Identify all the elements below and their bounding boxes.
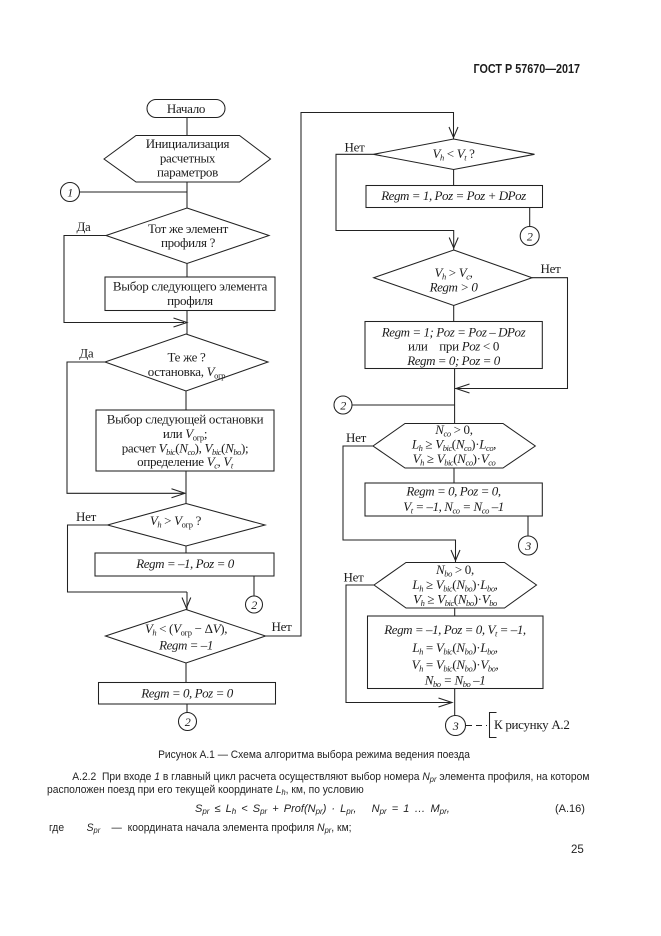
svg-text:Инициализация: Инициализация <box>146 136 230 151</box>
svg-text:расчетных: расчетных <box>160 151 216 166</box>
svg-text:К рисунку А.2: К рисунку А.2 <box>494 717 570 732</box>
svg-text:Vh > Vогр ?: Vh > Vогр ? <box>150 513 202 530</box>
svg-text:Да: Да <box>79 346 94 361</box>
svg-text:Regm > 0: Regm > 0 <box>429 280 479 295</box>
svg-text:Нет: Нет <box>346 430 367 445</box>
svg-text:Nco > 0,: Nco > 0, <box>434 422 472 439</box>
svg-text:Regm = 1; Poz = Poz – DPoz: Regm = 1; Poz = Poz – DPoz <box>381 325 526 340</box>
svg-text:Нет: Нет <box>344 570 365 585</box>
svg-text:Lh ≥ Vbic(Nco)·Lco,: Lh ≥ Vbic(Nco)·Lco, <box>411 437 496 454</box>
svg-text:Тот же элемент: Тот же элемент <box>148 221 229 236</box>
svg-text:параметров: параметров <box>157 165 218 180</box>
svg-text:Regm = 0; Poz = 0: Regm = 0; Poz = 0 <box>406 353 501 368</box>
svg-text:Vh ≥ Vbic(Nco)·Vco: Vh ≥ Vbic(Nco)·Vco <box>413 451 496 468</box>
svg-text:Выбор следующего элемента: Выбор следующего элемента <box>113 279 268 294</box>
svg-text:Vh > Vc,: Vh > Vc, <box>434 265 472 282</box>
svg-text:Regm = 0, Poz = 0,: Regm = 0, Poz = 0, <box>405 484 500 499</box>
svg-text:Nbo = Nbo –1: Nbo = Nbo –1 <box>424 673 486 690</box>
svg-text:Nbo > 0,: Nbo > 0, <box>435 562 474 579</box>
svg-text:Начало: Начало <box>167 101 205 116</box>
svg-text:Нет: Нет <box>541 261 562 276</box>
svg-text:определение Vc, Vt: определение Vc, Vt <box>137 454 234 471</box>
svg-text:профиля: профиля <box>167 293 213 308</box>
svg-text:Regm = –1, Poz = 0: Regm = –1, Poz = 0 <box>135 556 234 571</box>
svg-text:Нет: Нет <box>345 140 366 155</box>
svg-text:Lh ≥ Vbic(Nbo)·Lbo,: Lh ≥ Vbic(Nbo)·Lbo, <box>411 577 497 594</box>
svg-text:3: 3 <box>524 539 531 553</box>
svg-text:2: 2 <box>185 715 191 729</box>
svg-text:Regm = 1, Poz = Poz + DPoz: Regm = 1, Poz = Poz + DPoz <box>380 188 526 203</box>
svg-text:Regm = –1, Poz = 0, Vt = –1,: Regm = –1, Poz = 0, Vt = –1, <box>383 622 526 639</box>
svg-text:или при Poz < 0: или при Poz < 0 <box>408 339 499 354</box>
svg-text:2: 2 <box>251 598 257 612</box>
svg-text:2: 2 <box>527 230 533 244</box>
svg-text:Regm = –1: Regm = –1 <box>158 638 213 653</box>
svg-text:Да: Да <box>76 219 91 234</box>
svg-text:Vh < (Vогр − ΔV),: Vh < (Vогр − ΔV), <box>145 621 227 638</box>
svg-text:Vh ≥ Vbic(Nbo)·Vbo: Vh ≥ Vbic(Nbo)·Vbo <box>413 592 497 609</box>
svg-text:Нет: Нет <box>76 509 97 524</box>
svg-text:профиля ?: профиля ? <box>161 235 216 250</box>
svg-text:1: 1 <box>67 186 73 200</box>
svg-text:Нет: Нет <box>272 619 293 634</box>
svg-text:остановка, Vогр: остановка, Vогр <box>148 364 226 381</box>
svg-text:Те же ?: Те же ? <box>168 350 206 365</box>
svg-text:3: 3 <box>452 719 459 733</box>
svg-text:2: 2 <box>340 399 346 413</box>
svg-text:Vh < Vt ?: Vh < Vt ? <box>432 146 475 163</box>
svg-text:Vh = Vbic(Nbo)·Vbo,: Vh = Vbic(Nbo)·Vbo, <box>412 657 499 674</box>
svg-text:Lh = Vbic(Nbo)·Lbo,: Lh = Vbic(Nbo)·Lbo, <box>411 640 497 657</box>
svg-text:Выбор следующей остановки: Выбор следующей остановки <box>107 412 264 427</box>
svg-text:Vt = –1, Nco = Nco –1: Vt = –1, Nco = Nco –1 <box>403 499 504 516</box>
svg-text:Regm = 0, Poz = 0: Regm = 0, Poz = 0 <box>140 686 233 701</box>
